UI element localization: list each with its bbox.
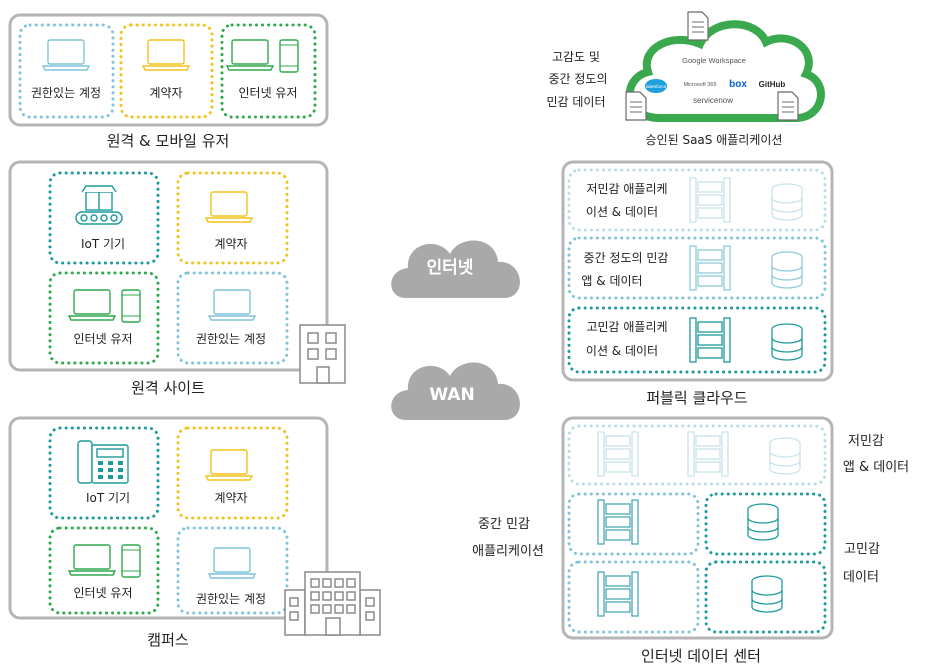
public-cloud-title: 퍼블릭 클라우드	[646, 389, 748, 407]
laptop-icon	[208, 547, 256, 579]
public-tier-mid	[567, 236, 827, 300]
remote-site-title: 원격 사이트	[131, 379, 205, 397]
logo-microsoft-365: Microsoft 365	[683, 82, 716, 88]
logo-servicenow: servicenow	[693, 96, 733, 105]
database-icon	[771, 323, 803, 361]
document-icon	[625, 91, 647, 121]
server-rack-icon	[597, 499, 639, 545]
dc-low-line-1: 저민감	[848, 434, 884, 449]
laptop-icon	[68, 289, 116, 321]
remote-mobile-item-1: 권한있는 계정	[31, 86, 101, 100]
laptop-icon	[226, 39, 274, 71]
saas-note-line-3: 민감 데이터	[546, 95, 605, 109]
document-icon	[687, 11, 709, 41]
building-icon	[299, 324, 346, 384]
server-rack-icon	[687, 431, 729, 477]
public-cloud-group: 저민감 애플리케 이션 & 데이터 중간 정도의 민감 앱 & 데이터 고민감 …	[561, 160, 834, 407]
laptop-icon	[142, 39, 190, 71]
logo-box: box	[729, 79, 747, 90]
remote-mobile-item-3: 인터넷 유저	[238, 86, 297, 100]
server-rack-icon	[689, 177, 731, 223]
laptop-icon	[208, 289, 256, 321]
dc-high-line-1: 고민감	[844, 542, 880, 557]
remote-mobile-priv-box	[18, 23, 115, 119]
remote-mobile-title: 원격 & 모바일 유저	[107, 132, 230, 150]
wan-label: WAN	[429, 385, 474, 405]
laptop-icon	[68, 544, 116, 576]
phone-icon	[121, 544, 141, 578]
saas-cloud-shape	[625, 20, 825, 122]
desk-phone-icon	[77, 440, 129, 484]
campus-item-4: 권한있는 계정	[196, 592, 266, 606]
remote-site-item-4: 권한있는 계정	[196, 332, 266, 346]
logo-google-workspace: Google Workspace	[682, 56, 746, 65]
laptop-icon	[42, 39, 90, 71]
saas-title: 승인된 SaaS 애플리케이션	[646, 133, 783, 147]
logo-salesforce: salesforce	[646, 84, 667, 89]
remote-site-item-2: 계약자	[214, 236, 247, 251]
dc-mid-line-1: 중간 민감	[478, 517, 530, 532]
wan-cloud: WAN	[391, 362, 520, 420]
phone-icon	[121, 289, 141, 323]
campus-title: 캠퍼스	[147, 631, 189, 649]
remote-site-item-3: 인터넷 유저	[73, 332, 132, 346]
saas-note-line-2: 중간 정도의	[548, 72, 607, 86]
dc-mid-tier-1	[567, 492, 700, 556]
database-icon	[747, 503, 779, 541]
public-tier-3-line-2: 이션 & 데이터	[586, 344, 658, 358]
salesforce-icon	[645, 79, 667, 93]
public-tier-high	[567, 306, 827, 374]
laptop-icon	[205, 449, 253, 481]
phone-icon	[279, 39, 299, 73]
public-tier-2-line-2: 앱 & 데이터	[581, 274, 642, 288]
server-rack-icon	[597, 431, 639, 477]
logo-github: GitHub	[759, 80, 786, 89]
server-rack-icon	[597, 571, 639, 617]
public-tier-1-line-1: 저민감 애플리케	[586, 182, 667, 196]
database-icon	[751, 575, 783, 613]
public-tier-2-line-1: 중간 정도의 민감	[584, 251, 669, 265]
conveyor-icon	[75, 185, 123, 225]
campus-building-icon	[284, 571, 381, 636]
dc-high-tier-2	[704, 560, 827, 634]
campus-item-1: IoT 기기	[86, 491, 130, 505]
remote-mobile-group: 권한있는 계정 계약자 인터넷 유저 원격 & 모바일 유저	[8, 13, 329, 150]
remote-site-group: IoT 기기 계약자 인터넷 유저 권한있는 계정 원격 사이트	[8, 160, 346, 397]
saas-note-line-1: 고감도 및	[552, 50, 600, 64]
server-rack-icon	[689, 317, 731, 363]
datacenter-title: 인터넷 데이터 센터	[641, 647, 761, 665]
dc-low-line-2: 앱 & 데이터	[843, 460, 909, 475]
public-tier-3-line-1: 고민감 애플리케	[586, 320, 667, 334]
public-tier-1-line-2: 이션 & 데이터	[586, 205, 658, 219]
document-icon	[777, 91, 799, 121]
datacenter-group: 저민감 앱 & 데이터 중간 민감 애플리케이션 고민감 데이터 인터넷 데이터…	[472, 416, 909, 665]
internet-label: 인터넷	[427, 258, 474, 278]
dc-mid-tier-2	[567, 560, 700, 634]
dc-high-line-2: 데이터	[843, 570, 879, 585]
database-icon	[769, 437, 801, 475]
dc-high-tier-1	[704, 492, 827, 556]
laptop-icon	[205, 191, 253, 223]
campus-group: IoT 기기 계약자 인터넷 유저 권한있는 계정 캠퍼스	[8, 416, 381, 649]
campus-item-3: 인터넷 유저	[73, 586, 132, 600]
remote-site-item-1: IoT 기기	[81, 237, 125, 251]
database-icon	[771, 251, 803, 289]
remote-mobile-contractor-box	[119, 23, 214, 119]
campus-item-2: 계약자	[214, 490, 247, 505]
saas-cloud-group: Google Workspace salesforce Microsoft 36…	[546, 11, 825, 147]
remote-mobile-internet-box	[220, 23, 317, 119]
internet-cloud: 인터넷	[391, 240, 520, 298]
server-rack-icon	[689, 245, 731, 291]
public-tier-low	[567, 168, 827, 232]
database-icon	[771, 183, 803, 221]
dc-mid-line-2: 애플리케이션	[472, 544, 544, 559]
remote-mobile-item-2: 계약자	[149, 85, 182, 100]
